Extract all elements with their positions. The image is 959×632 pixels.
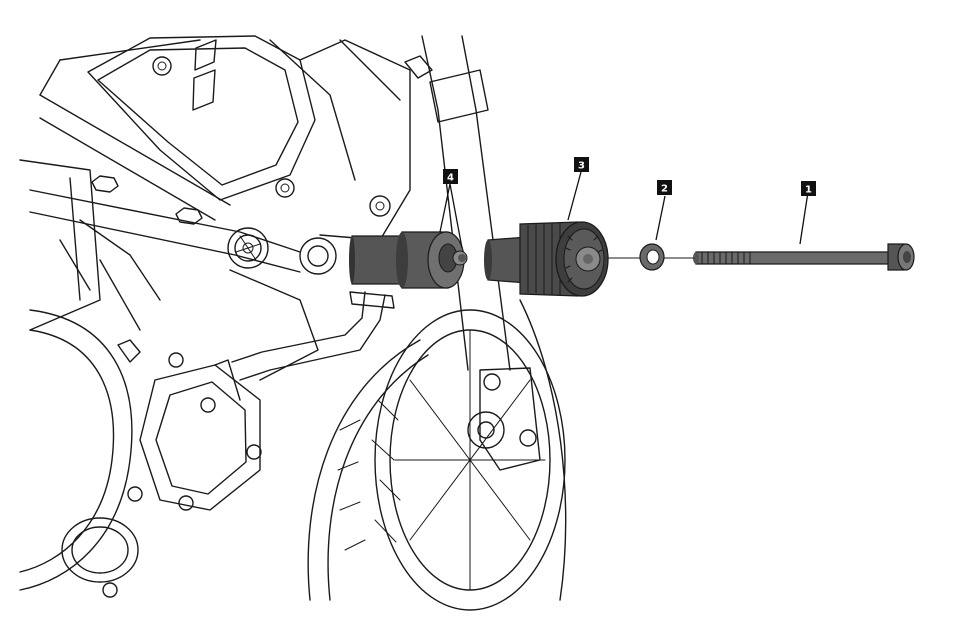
motorcycle-line-art: [19, 35, 567, 611]
callout-2: 2: [655, 180, 672, 241]
callout-2-label: 2: [661, 184, 668, 195]
radiator-hose: [231, 291, 395, 381]
callout-1-label: 1: [805, 185, 812, 196]
engine-bolts: [91, 175, 337, 275]
callout-3-label: 3: [578, 161, 585, 172]
front-fork: [404, 35, 541, 471]
callout-3: 3: [567, 157, 589, 221]
callout-4: 4: [439, 169, 463, 249]
callout-1: 1: [799, 181, 816, 245]
part-bolt: [693, 243, 915, 271]
front-wheel: [307, 299, 567, 611]
part-slider: [484, 221, 609, 297]
callout-4-label: 4: [447, 173, 454, 184]
frame-tubes: [19, 39, 301, 331]
engine-covers: [19, 219, 319, 598]
part-spacer: [349, 231, 468, 289]
part-washer: [639, 243, 665, 271]
radiator-shroud: [87, 35, 411, 241]
